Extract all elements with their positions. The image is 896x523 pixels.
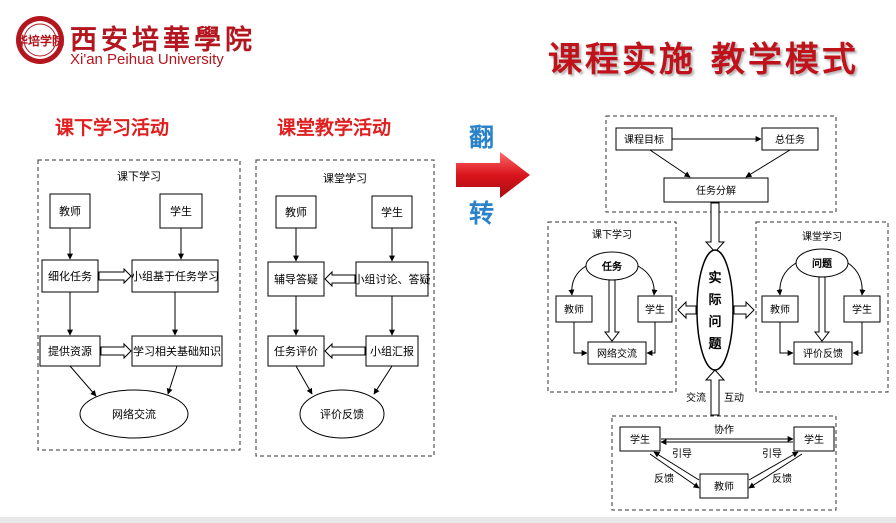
bottom-bar [0, 517, 896, 523]
course-goal-text: 课程目标 [624, 134, 664, 146]
student-box [159, 193, 203, 229]
real-problem-char-3: 问 [708, 314, 721, 330]
student-text-right2: 学生 [852, 303, 872, 316]
real-problem-ellipse [696, 249, 734, 371]
provide-resource-box [39, 335, 101, 367]
university-seal-logo: 华培学院 [16, 16, 64, 64]
evaluate-text: 任务评价 [274, 345, 318, 358]
page-title: 课程实施 教学模式 [548, 40, 859, 80]
discuss-box [355, 261, 429, 297]
student-box-bottom-right [793, 426, 835, 452]
in-class-frame [255, 159, 435, 457]
refine-task-text: 细化任务 [48, 269, 92, 283]
school-name-cn: 西安培華學院 [70, 25, 256, 56]
pre-class-diagram: 课下学习 教师 学生 细化任务 小组基于任务学习 提供资源 学习相关基础知识 网… [37, 159, 241, 451]
feedback-text-right: 评价反馈 [803, 347, 843, 360]
teacher-box-bottom [699, 473, 749, 499]
learn-knowledge-box [131, 335, 223, 367]
flip-arrow-icon [456, 152, 530, 198]
teacher-text-right2: 教师 [770, 303, 790, 316]
in-class-title: 课堂教学活动 [277, 117, 392, 139]
pre-class-title: 课下学习活动 [55, 117, 170, 139]
teacher-text: 教师 [59, 205, 81, 218]
guide-left-text: 引导 [672, 448, 692, 460]
teacher-text-right: 教师 [564, 303, 584, 316]
student-box-bottom-left [619, 426, 661, 452]
bottom-frame [611, 415, 837, 511]
in-class-label: 课堂学习 [323, 171, 367, 185]
student-box-right2 [843, 295, 881, 323]
task-text: 任务 [601, 260, 623, 273]
teacher-text: 教师 [285, 206, 307, 219]
teacher-box-right [555, 295, 593, 323]
decompose-box [663, 177, 769, 203]
feedback-ellipse [299, 389, 385, 439]
pre-class-frame-right [547, 221, 677, 393]
flip-char-2: 转 [469, 199, 495, 228]
student-right-text: 学生 [804, 433, 824, 446]
feedback-box-right [793, 341, 853, 365]
in-class-label-right: 课堂学习 [802, 230, 842, 243]
refine-task-box [41, 259, 99, 293]
feedback-left-text: 反馈 [654, 472, 674, 485]
decompose-text: 任务分解 [696, 184, 736, 197]
student-left-text: 学生 [630, 433, 650, 446]
network-box-right [587, 341, 647, 365]
network-text: 网络交流 [112, 407, 156, 421]
real-problem-char-1: 实 [708, 270, 721, 286]
real-problem-char-4: 题 [708, 337, 722, 352]
seal-text: 华培学院 [16, 33, 64, 48]
school-name-en: Xi'an Peihua University [70, 51, 224, 68]
flip-char-1: 翻 [469, 123, 495, 152]
total-task-text: 总任务 [775, 133, 805, 146]
in-class-diagram: 课堂学习 教师 学生 辅导答疑 小组讨论、答疑 任务评价 小组汇报 评价反馈 [255, 159, 435, 457]
teacher-bottom-text: 教师 [714, 480, 734, 493]
report-text: 小组汇报 [370, 344, 414, 358]
network-text-right: 网络交流 [597, 347, 637, 360]
feedback-text: 评价反馈 [320, 408, 364, 421]
network-ellipse [79, 389, 189, 439]
feedback-right-text: 反馈 [772, 472, 792, 485]
teaching-mode-diagram: 课程目标 总任务 任务分解 课下学习 任务 教师 学生 网络交流 实 际 问 题… [547, 115, 889, 511]
provide-resource-text: 提供资源 [48, 344, 92, 358]
pre-class-label-right: 课下学习 [592, 228, 632, 241]
pre-class-frame [37, 159, 241, 451]
exchange-text: 交流 [686, 391, 706, 404]
guide-box [267, 261, 325, 297]
group-task-text: 小组基于任务学习 [131, 269, 219, 283]
evaluate-box [267, 335, 325, 367]
student-text: 学生 [170, 204, 192, 218]
interact-text: 互动 [724, 392, 744, 404]
top-frame [605, 115, 837, 213]
discuss-text: 小组讨论、答疑 [354, 272, 431, 286]
student-text-right: 学生 [645, 303, 665, 316]
student-text: 学生 [381, 205, 403, 219]
guide-right-text: 引导 [762, 448, 782, 460]
learn-knowledge-text: 学习相关基础知识 [133, 344, 221, 358]
problem-text: 问题 [812, 257, 833, 270]
cooperate-text: 协作 [714, 423, 734, 436]
student-box [371, 195, 413, 229]
pre-class-label: 课下学习 [117, 169, 161, 183]
group-task-box [131, 259, 219, 293]
guide-text: 辅导答疑 [274, 272, 318, 286]
student-box-right [637, 295, 673, 323]
in-class-frame-right [755, 221, 889, 393]
real-problem-char-2: 际 [708, 293, 721, 308]
